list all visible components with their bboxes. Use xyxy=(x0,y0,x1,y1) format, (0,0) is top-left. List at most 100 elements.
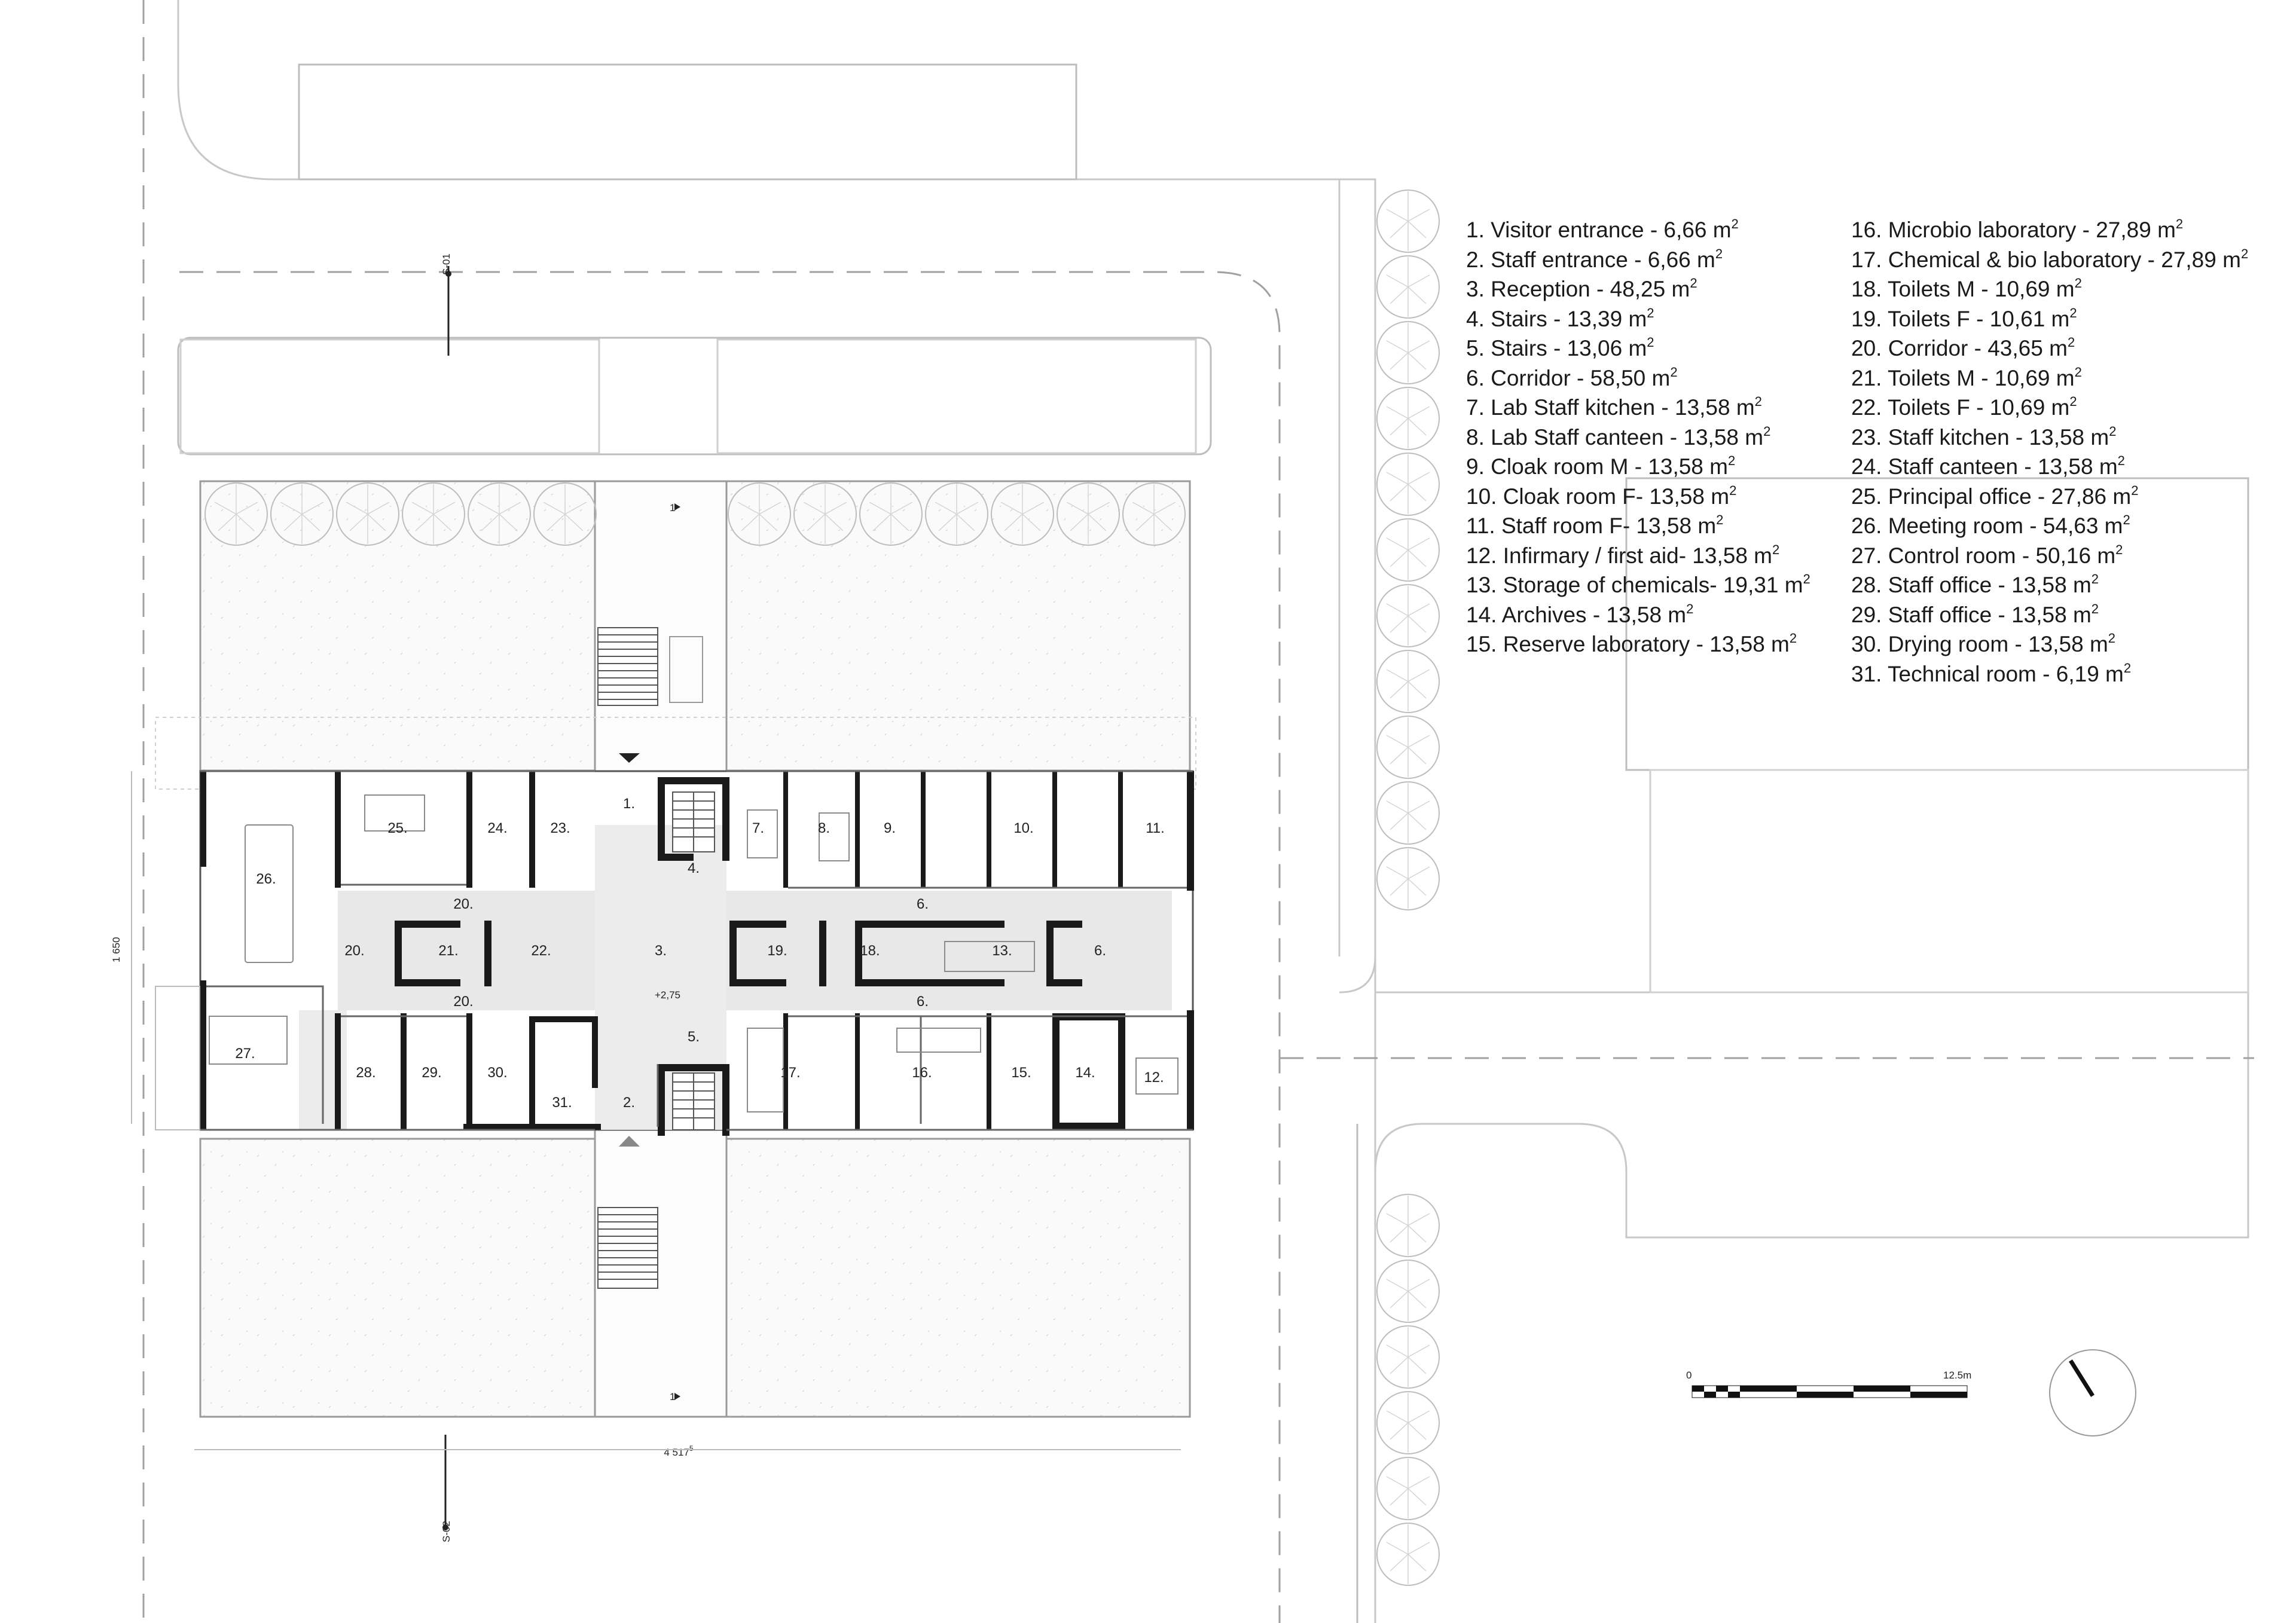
legend-entry: 22. Toilets F - 10,69 m2 xyxy=(1851,393,2248,423)
vertical-dimension: 1 650 xyxy=(111,937,122,962)
room-label-28: 28. xyxy=(356,1065,375,1081)
legend-entry-text: 4. Stairs - 13,39 m xyxy=(1466,306,1647,331)
room-label-11: 11. xyxy=(1146,820,1165,836)
legend-entry: 25. Principal office - 27,86 m2 xyxy=(1851,482,2248,512)
legend-entry-unit-exponent: 2 xyxy=(1690,276,1697,291)
legend-entry: 6. Corridor - 58,50 m2 xyxy=(1466,363,1810,393)
legend-entry-unit-exponent: 2 xyxy=(1686,601,1694,616)
legend-entry: 28. Staff office - 13,58 m2 xyxy=(1851,570,2248,600)
room-label-30: 30. xyxy=(487,1065,507,1081)
legend-entry-unit-exponent: 2 xyxy=(2131,482,2139,498)
legend-entry-text: 21. Toilets M - 10,69 m xyxy=(1851,365,2075,390)
legend-entry-unit-exponent: 2 xyxy=(1772,542,1780,557)
legend-entry-unit-exponent: 2 xyxy=(1647,335,1654,350)
room-label-22: 22. xyxy=(531,943,551,959)
room-label-20c: 20. xyxy=(453,994,473,1010)
legend-entry-text: 5. Stairs - 13,06 m xyxy=(1466,336,1647,360)
legend-entry: 1. Visitor entrance - 6,66 m2 xyxy=(1466,215,1810,245)
legend-entry-unit-exponent: 2 xyxy=(1729,482,1737,498)
legend-entry-unit-exponent: 2 xyxy=(1670,364,1678,380)
legend-entry-unit-exponent: 2 xyxy=(1715,246,1723,261)
legend-entry: 11. Staff room F- 13,58 m2 xyxy=(1466,511,1810,541)
legend-entry: 7. Lab Staff kitchen - 13,58 m2 xyxy=(1466,393,1810,423)
legend-entry: 20. Corridor - 43,65 m2 xyxy=(1851,334,2248,363)
room-label-10: 10. xyxy=(1013,820,1033,836)
legend-entry-text: 6. Corridor - 58,50 m xyxy=(1466,365,1671,390)
room-label-4: 4. xyxy=(688,860,700,876)
room-label-1: 1. xyxy=(623,796,635,812)
legend-entry: 26. Meeting room - 54,63 m2 xyxy=(1851,511,2248,541)
legend-entry: 13. Storage of chemicals- 19,31 m2 xyxy=(1466,570,1810,600)
legend-entry-unit-exponent: 2 xyxy=(2123,512,2130,527)
legend-entry-unit-exponent: 2 xyxy=(2074,364,2082,380)
legend-entry: 9. Cloak room M - 13,58 m2 xyxy=(1466,452,1810,482)
legend-entry: 19. Toilets F - 10,61 m2 xyxy=(1851,304,2248,334)
legend-entry-text: 3. Reception - 48,25 m xyxy=(1466,277,1690,301)
legend-entry-text: 10. Cloak room F- 13,58 m xyxy=(1466,484,1730,509)
legend-entry-unit-exponent: 2 xyxy=(2175,216,2184,231)
axis-lines xyxy=(142,0,2254,1623)
legend-entry: 3. Reception - 48,25 m2 xyxy=(1466,274,1810,304)
legend-entry-text: 11. Staff room F- 13,58 m xyxy=(1466,514,1717,538)
room-label-15: 15. xyxy=(1011,1065,1031,1081)
room-label-12: 12. xyxy=(1144,1069,1164,1086)
legend-entry-text: 29. Staff office - 13,58 m xyxy=(1851,602,2092,627)
legend-entry-text: 28. Staff office - 13,58 m xyxy=(1851,573,2092,597)
legend-entry-unit-exponent: 2 xyxy=(2091,601,2099,616)
legend-entry: 10. Cloak room F- 13,58 m2 xyxy=(1466,482,1810,512)
room-label-6a: 6. xyxy=(917,896,929,912)
legend-entry-unit-exponent: 2 xyxy=(2074,276,2082,291)
legend-entry: 30. Drying room - 13,58 m2 xyxy=(1851,629,2248,659)
room-label-2: 2. xyxy=(623,1095,635,1111)
room-label-19: 19. xyxy=(767,943,787,959)
legend-entry-text: 20. Corridor - 43,65 m xyxy=(1851,336,2068,360)
legend-entry-text: 25. Principal office - 27,86 m xyxy=(1851,484,2132,509)
legend-entry-unit-exponent: 2 xyxy=(2069,394,2077,409)
legend-entry-text: 9. Cloak room M - 13,58 m xyxy=(1466,454,1728,479)
legend-entry: 29. Staff office - 13,58 m2 xyxy=(1851,600,2248,630)
legend-entry-unit-exponent: 2 xyxy=(1716,512,1724,527)
legend-entry-text: 26. Meeting room - 54,63 m xyxy=(1851,514,2123,538)
legend-entry: 2. Staff entrance - 6,66 m2 xyxy=(1466,245,1810,275)
legend-entry: 12. Infirmary / first aid- 13,58 m2 xyxy=(1466,541,1810,571)
legend-entry-unit-exponent: 2 xyxy=(2123,660,2132,676)
legend-entry-text: 13. Storage of chemicals- 19,31 m xyxy=(1466,573,1803,597)
room-label-9: 9. xyxy=(884,820,896,836)
legend-entry-text: 1. Visitor entrance - 6,66 m xyxy=(1466,218,1732,242)
legend-entry-unit-exponent: 2 xyxy=(1754,394,1762,409)
legend-entry: 27. Control room - 50,16 m2 xyxy=(1851,541,2248,571)
courtyards xyxy=(199,480,1191,1418)
legend-entry-unit-exponent: 2 xyxy=(1763,423,1771,439)
room-label-13: 13. xyxy=(992,943,1012,959)
legend-entry-unit-exponent: 2 xyxy=(2240,246,2249,261)
room-label-29: 29. xyxy=(422,1065,441,1081)
section-mark-bottom: 1 xyxy=(670,1391,675,1402)
room-label-20a: 20. xyxy=(453,896,473,912)
legend-entry-text: 18. Toilets M - 10,69 m xyxy=(1851,277,2075,301)
room-label-17: 17. xyxy=(780,1065,800,1081)
legend-entry-unit-exponent: 2 xyxy=(2117,453,2125,468)
legend-entry: 21. Toilets M - 10,69 m2 xyxy=(1851,363,2248,393)
room-label-5: 5. xyxy=(688,1029,700,1045)
room-label-3: 3. xyxy=(655,943,667,959)
room-label-16: 16. xyxy=(912,1065,932,1081)
outdoor-stairs xyxy=(597,627,703,1289)
room-label-14: 14. xyxy=(1075,1065,1095,1081)
horizontal-dimension: 4 5175 xyxy=(664,1444,694,1458)
room-label-8: 8. xyxy=(818,820,830,836)
room-label-6c: 6. xyxy=(917,994,929,1010)
legend-entry-text: 27. Control room - 50,16 m xyxy=(1851,543,2116,568)
legend-entry: 14. Archives - 13,58 m2 xyxy=(1466,600,1810,630)
room-label-7: 7. xyxy=(752,820,764,836)
legend-entry-text: 31. Technical room - 6,19 m xyxy=(1851,661,2124,686)
room-label-20b: 20. xyxy=(344,943,364,959)
legend-entry: 31. Technical room - 6,19 m2 xyxy=(1851,659,2248,689)
legend-entry-unit-exponent: 2 xyxy=(2109,423,2117,439)
room-label-27: 27. xyxy=(235,1046,255,1062)
north-arrow-icon xyxy=(2049,1349,2136,1436)
legend-entry: 8. Lab Staff canteen - 13,58 m2 xyxy=(1466,423,1810,453)
legend-entry-unit-exponent: 2 xyxy=(2091,571,2099,586)
legend-entry: 4. Stairs - 13,39 m2 xyxy=(1466,304,1810,334)
